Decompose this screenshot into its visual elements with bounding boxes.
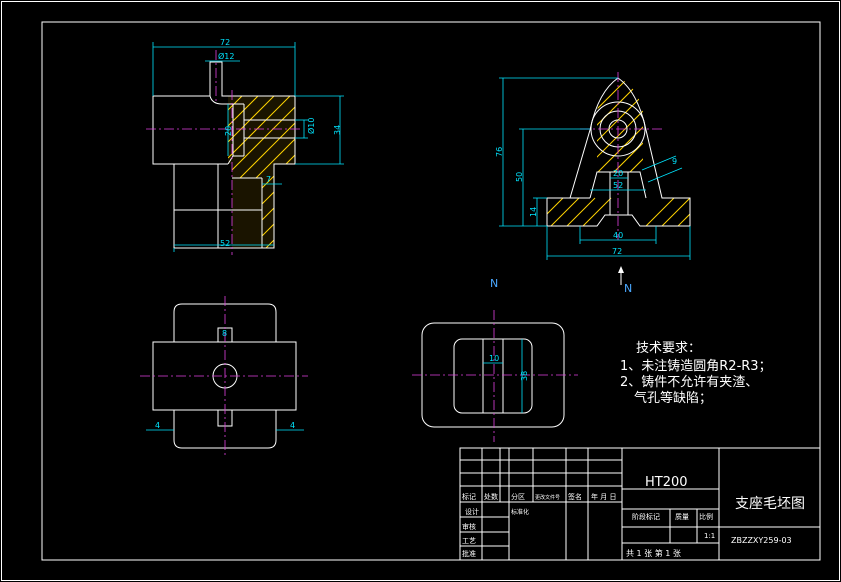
top-view: 8 4 4 xyxy=(140,296,308,456)
drawing-frame xyxy=(41,21,821,561)
tb-label-standard: 标准化 xyxy=(511,508,529,516)
side-dim-center-height: 50 xyxy=(515,172,524,182)
front-dim-hole-dia: Ø12 xyxy=(218,51,234,61)
notes-heading: 技术要求： xyxy=(636,341,701,356)
tb-label-scale: 比例 xyxy=(699,512,713,521)
front-dim-wall: 7 xyxy=(266,175,271,184)
front-view: 72 Ø12 20 Ø10 34 7 52 xyxy=(146,38,344,255)
tb-label-design: 设计 xyxy=(465,507,479,516)
side-dim-inner: 52 xyxy=(613,181,623,190)
side-view: 76 50 14 20 52 40 72 9 N xyxy=(495,72,691,295)
tb-label-stage-mark: 阶段标记 xyxy=(632,512,660,521)
tb-label-sign: 签名 xyxy=(568,492,582,501)
part-name: 支座毛坯图 xyxy=(735,496,805,512)
title-block: HT200 支座毛坯图 ZBZZXY259-03 1:1 共 1 张 第 1 张… xyxy=(459,447,821,561)
tb-label-check: 审核 xyxy=(462,522,476,531)
side-dim-rib: 20 xyxy=(613,169,623,178)
side-view-hatching xyxy=(547,78,690,226)
drawing-number: ZBZZXY259-03 xyxy=(731,536,792,545)
notes-line-3: 气孔等缺陷； xyxy=(634,390,712,406)
technical-notes: 技术要求： 1、未注铸造圆角R2-R3； 2、铸件不允许有夹渣、 气孔等缺陷； xyxy=(620,341,772,406)
scale-value: 1:1 xyxy=(704,532,715,540)
front-dim-base: 52 xyxy=(220,239,230,248)
tb-label-count: 处数 xyxy=(484,492,498,501)
material-label: HT200 xyxy=(645,475,688,490)
tb-label-mark: 标记 xyxy=(462,492,476,501)
bottom-view: 10 38 N xyxy=(412,277,578,442)
notes-line-2: 2、铸件不允许有夹渣、 xyxy=(620,374,758,390)
bottom-dim-slot: 10 xyxy=(489,354,499,363)
side-dim-base-thickness: 14 xyxy=(529,207,538,217)
front-dim-height: 34 xyxy=(333,125,342,135)
side-view-label: N xyxy=(624,282,632,295)
tb-label-doc-no: 更改文件号 xyxy=(535,494,560,501)
tb-label-weight: 质量 xyxy=(675,512,689,521)
bottom-view-label: N xyxy=(490,277,498,290)
top-dim-left-step: 4 xyxy=(155,421,160,430)
side-dim-slot: 40 xyxy=(613,231,623,240)
front-dim-boss: 20 xyxy=(224,126,233,136)
bottom-dim-pocket: 38 xyxy=(520,371,529,381)
tb-label-process: 工艺 xyxy=(462,537,476,545)
sheet-count: 共 1 张 第 1 张 xyxy=(626,548,681,558)
front-dim-bore-dia: Ø10 xyxy=(306,118,316,134)
tb-label-approve: 批准 xyxy=(462,549,476,558)
top-dim-slot: 8 xyxy=(222,329,227,338)
front-dim-width: 72 xyxy=(220,38,230,47)
tb-label-date: 年 月 日 xyxy=(591,492,616,501)
side-dim-total-height: 76 xyxy=(495,147,504,157)
side-dim-chamfer: 9 xyxy=(672,157,677,166)
notes-line-1: 1、未注铸造圆角R2-R3； xyxy=(620,358,772,374)
side-dim-base-width: 72 xyxy=(612,247,622,256)
top-dim-right-step: 4 xyxy=(290,421,295,430)
tb-label-zone: 分区 xyxy=(511,492,525,501)
